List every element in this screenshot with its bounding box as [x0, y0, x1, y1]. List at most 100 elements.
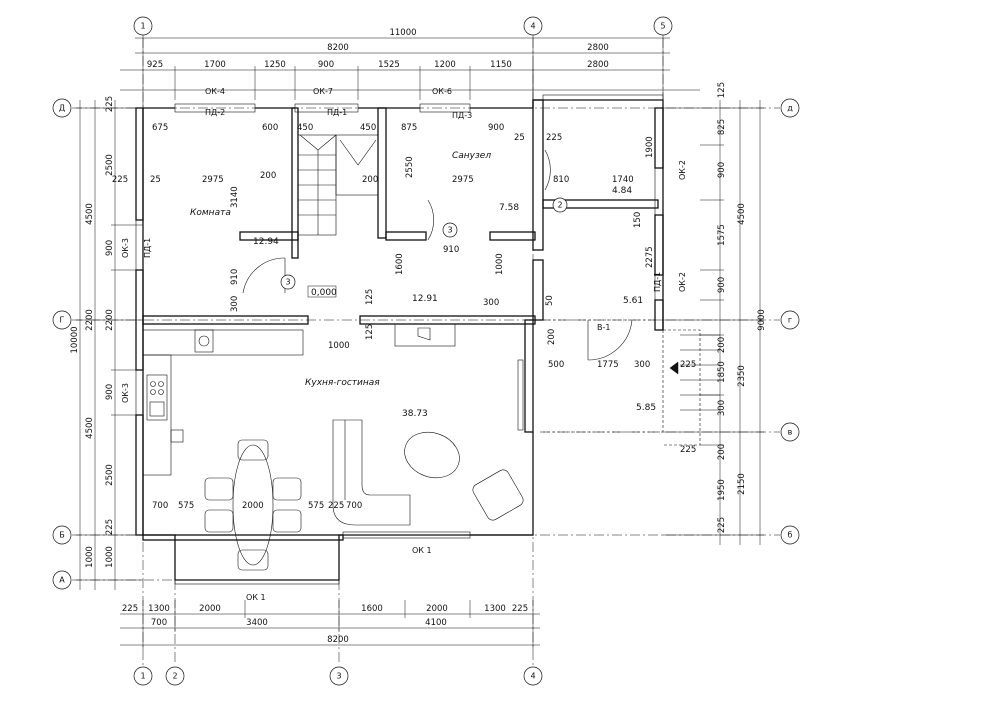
- inner-dim: 125: [365, 289, 375, 305]
- inner-dim: 1775: [597, 360, 619, 370]
- inner-dim: 225: [546, 133, 562, 143]
- opening-tag: ОК 1: [246, 593, 266, 602]
- inner-dim: 1000: [328, 341, 350, 351]
- dim-top-row3: 1700: [204, 60, 226, 70]
- inner-dim: 300: [634, 360, 650, 370]
- dim-right-mid: 2350: [737, 365, 747, 387]
- inner-dim: 575: [308, 501, 324, 511]
- inner-dim: 450: [297, 123, 313, 133]
- room-name: Санузел: [452, 151, 491, 161]
- inner-dim: 25: [150, 175, 161, 185]
- room-area: 4.84: [612, 186, 632, 196]
- room-area: 38.73: [402, 409, 428, 419]
- axis-label-right-g: г: [788, 316, 792, 325]
- dim-bottom-row2: 3400: [246, 618, 268, 628]
- dim-top-row2: 2800: [587, 43, 609, 53]
- dim-left-inner: 225: [105, 96, 115, 112]
- inner-dim: 225: [328, 501, 344, 511]
- inner-dim: 2275: [645, 246, 655, 268]
- inner-dim: 2975: [202, 175, 224, 185]
- room-name: Комната: [190, 208, 231, 218]
- dim-bottom-row1: 2000: [199, 604, 221, 614]
- dim-right-inner: 225: [717, 517, 727, 533]
- dim-bottom-row1: 2000: [426, 604, 448, 614]
- inner-dim: 50: [545, 295, 555, 306]
- opening-tag: ОК-4: [205, 87, 225, 96]
- dim-bottom-overall: 8200: [327, 635, 349, 645]
- inner-dim: 450: [360, 123, 376, 133]
- dim-right-inner: 200: [717, 444, 727, 460]
- room-number-tag: 3: [447, 226, 452, 235]
- dim-top-row3: 925: [147, 60, 163, 70]
- porch-steps: [669, 334, 720, 411]
- dim-bottom-row1: 225: [512, 604, 528, 614]
- inner-dim: 1740: [612, 175, 634, 185]
- inner-dim: 225: [680, 360, 696, 370]
- dim-lines-left: [76, 100, 143, 590]
- dim-bottom-row1: 1300: [484, 604, 506, 614]
- axis-bubbles: [52, 16, 800, 686]
- inner-dim: 875: [401, 123, 417, 133]
- inner-dim: 150: [633, 212, 643, 228]
- dim-right-inner: 900: [717, 162, 727, 178]
- inner-dim: 2550: [405, 156, 415, 178]
- dim-top-row3: 2800: [587, 60, 609, 70]
- dim-bottom-row1: 1600: [361, 604, 383, 614]
- dim-right-inner: 1850: [717, 361, 727, 383]
- dim-right-inner: 200: [717, 337, 727, 353]
- dim-left-inner: 2500: [105, 464, 115, 486]
- inner-dim: 600: [262, 123, 278, 133]
- dim-right-overall: 9000: [757, 309, 767, 331]
- walls: [135, 99, 664, 581]
- inner-dim: 910: [230, 269, 240, 285]
- inner-dim: 910: [443, 245, 459, 255]
- axis-grid: [72, 38, 780, 665]
- axis-label-bottom-2: 2: [172, 672, 177, 681]
- dim-left-inner: 1000: [105, 546, 115, 568]
- axis-label-left-d: Д: [59, 104, 65, 113]
- dim-lines-bottom: [120, 600, 540, 650]
- axis-label-top-4: 4: [530, 22, 535, 31]
- dim-top-row3: 1250: [264, 60, 286, 70]
- dim-right-inner: 1575: [717, 224, 727, 246]
- dim-top-row3: 900: [318, 60, 334, 70]
- opening-tag: В-1: [597, 323, 610, 332]
- inner-dim: 700: [346, 501, 362, 511]
- room-number-tag: 2: [557, 201, 562, 210]
- opening-tag: ОК-3: [121, 238, 130, 258]
- dim-right-inner: 900: [717, 277, 727, 293]
- dim-lines-right: [663, 100, 764, 545]
- opening-tag: ПД-1: [327, 108, 347, 117]
- dim-left-overall: 10000: [70, 326, 80, 353]
- inner-dim: 200: [362, 175, 378, 185]
- dim-left-inner: 2500: [105, 154, 115, 176]
- inner-dim: 300: [483, 298, 499, 308]
- stair: [297, 134, 379, 236]
- axis-label-left-g: Г: [60, 316, 65, 325]
- opening-tag: ОК-3: [121, 383, 130, 403]
- opening-tag: ПД-2: [205, 108, 225, 117]
- room-number-tag: 3: [285, 278, 290, 287]
- axis-label-bottom-4: 4: [530, 672, 535, 681]
- level-mark: 0,000: [311, 288, 337, 298]
- inner-dim: 1600: [395, 253, 405, 275]
- inner-dim: 900: [488, 123, 504, 133]
- inner-dim: 2975: [452, 175, 474, 185]
- veranda: [543, 319, 701, 446]
- room-area: 12.91: [412, 294, 438, 304]
- dim-bottom-row2: 4100: [425, 618, 447, 628]
- dim-top-row3: 1200: [434, 60, 456, 70]
- dim-bottom-row1: 225: [122, 604, 138, 614]
- inner-dim: 1900: [645, 136, 655, 158]
- axis-label-right-v: в: [788, 428, 793, 437]
- dim-left-inner: 225: [112, 175, 128, 185]
- inner-dim: 700: [152, 501, 168, 511]
- dim-right-inner: 300: [717, 400, 727, 416]
- dim-left-mid: 1000: [85, 546, 95, 568]
- windows: [135, 94, 664, 585]
- dim-left-mid: 4500: [85, 417, 95, 439]
- inner-dim: 1000: [495, 253, 505, 275]
- dim-bottom-row2: 700: [151, 618, 167, 628]
- opening-tag: ОК-2: [678, 272, 687, 292]
- axis-label-top-1: 1: [140, 22, 145, 31]
